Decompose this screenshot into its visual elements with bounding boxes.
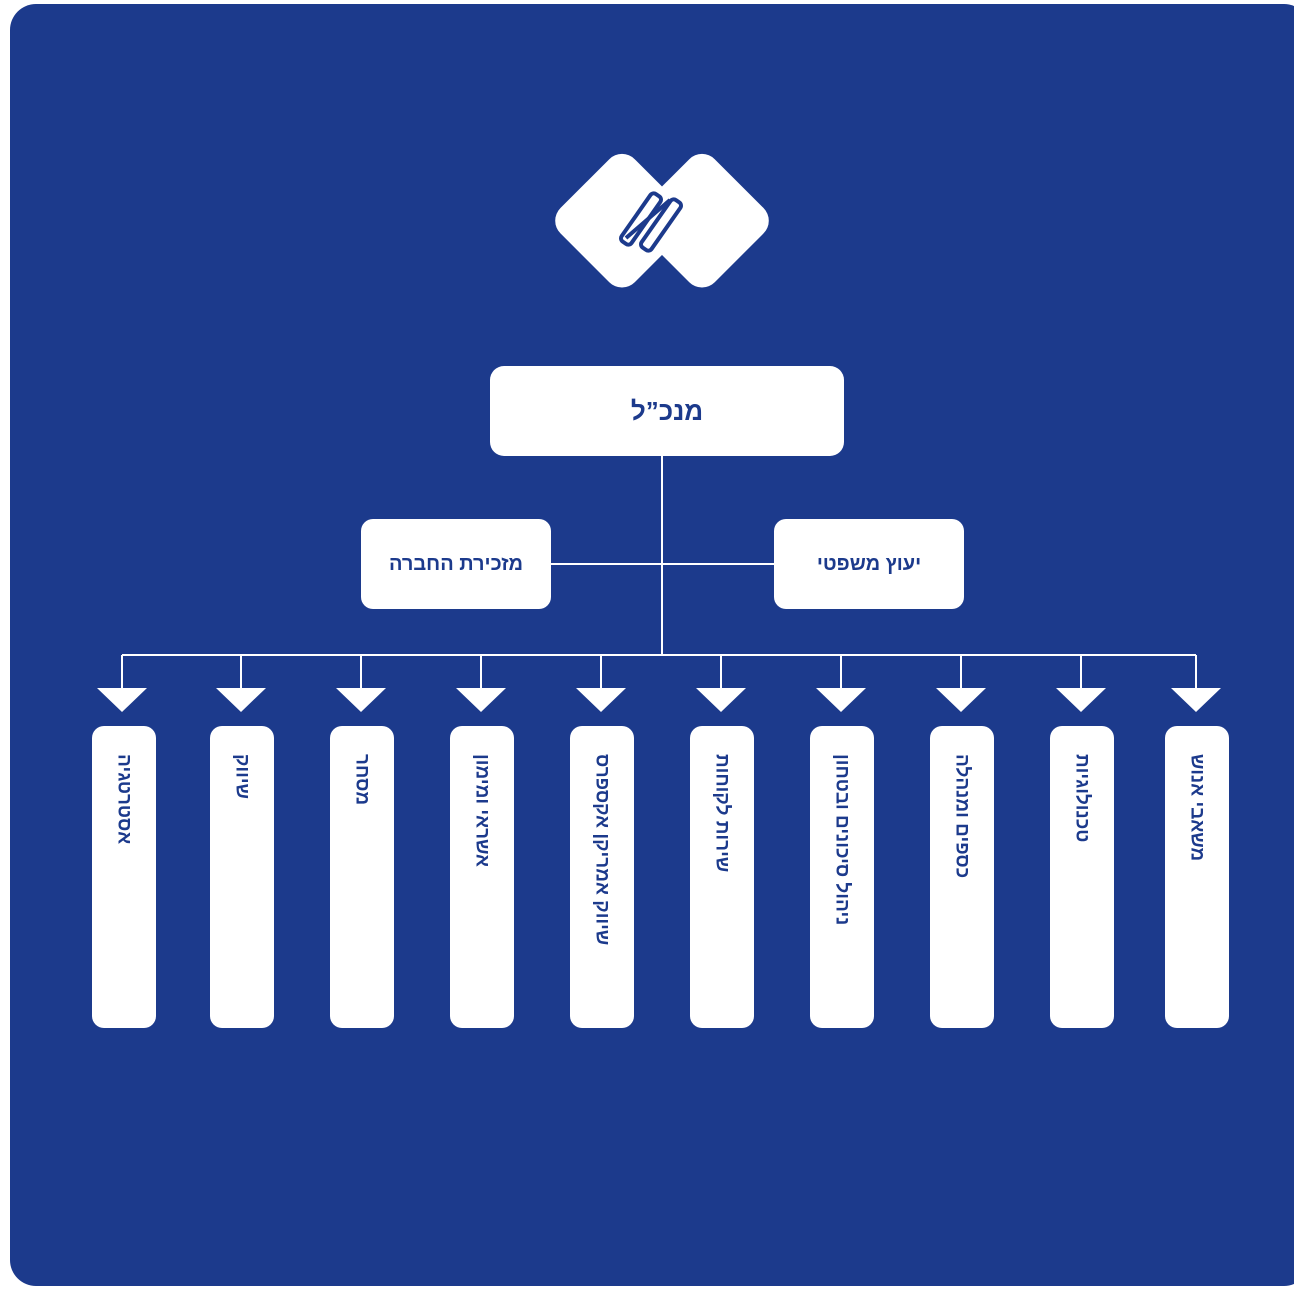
department-label: אשראי ומימון	[471, 754, 493, 867]
arrow-down-icon	[936, 688, 986, 712]
department-box: משאבי אנוש	[1165, 726, 1229, 1028]
department-label: משאבי אנוש	[1186, 754, 1208, 862]
arrow-down-icon	[1056, 688, 1106, 712]
department-label: אסטרטגיה	[113, 754, 135, 845]
arrow-down-icon	[1171, 688, 1221, 712]
legal-counsel-box: יעוץ משפטי	[774, 519, 964, 609]
arrow-down-icon	[97, 688, 147, 712]
department-label: מסחר	[351, 754, 373, 806]
department-box: אסטרטגיה	[92, 726, 156, 1028]
department-label: ניהול סיכונים ובטחון	[831, 754, 853, 926]
department-label: שיווק אמריקן אקספרס	[591, 754, 613, 946]
legal-counsel-label: יעוץ משפטי	[816, 552, 922, 575]
department-box: שירות לקוחות	[690, 726, 754, 1028]
arrow-down-icon	[696, 688, 746, 712]
arrow-down-icon	[216, 688, 266, 712]
department-label: טכנולוגיות	[1071, 754, 1093, 843]
department-label: שירות לקוחות	[711, 754, 733, 873]
department-box: שיווק אמריקן אקספרס	[570, 726, 634, 1028]
department-box: מסחר	[330, 726, 394, 1028]
department-box: ניהול סיכונים ובטחון	[810, 726, 874, 1028]
department-box: שיווק	[210, 726, 274, 1028]
company-secretary-label: מזכירת החברה	[388, 552, 524, 575]
company-secretary-box: מזכירת החברה	[361, 519, 551, 609]
department-box: כספים ומנהלה	[930, 726, 994, 1028]
arrow-down-icon	[816, 688, 866, 712]
ceo-label: מנכ”ל	[630, 395, 704, 426]
arrow-down-icon	[576, 688, 626, 712]
ceo-box: מנכ”ל	[490, 366, 844, 456]
arrow-down-icon	[456, 688, 506, 712]
department-box: אשראי ומימון	[450, 726, 514, 1028]
company-logo-icon	[555, 153, 769, 288]
department-label: שיווק	[231, 754, 253, 799]
department-box: טכנולוגיות	[1050, 726, 1114, 1028]
department-label: כספים ומנהלה	[951, 754, 973, 879]
arrow-down-icon	[336, 688, 386, 712]
